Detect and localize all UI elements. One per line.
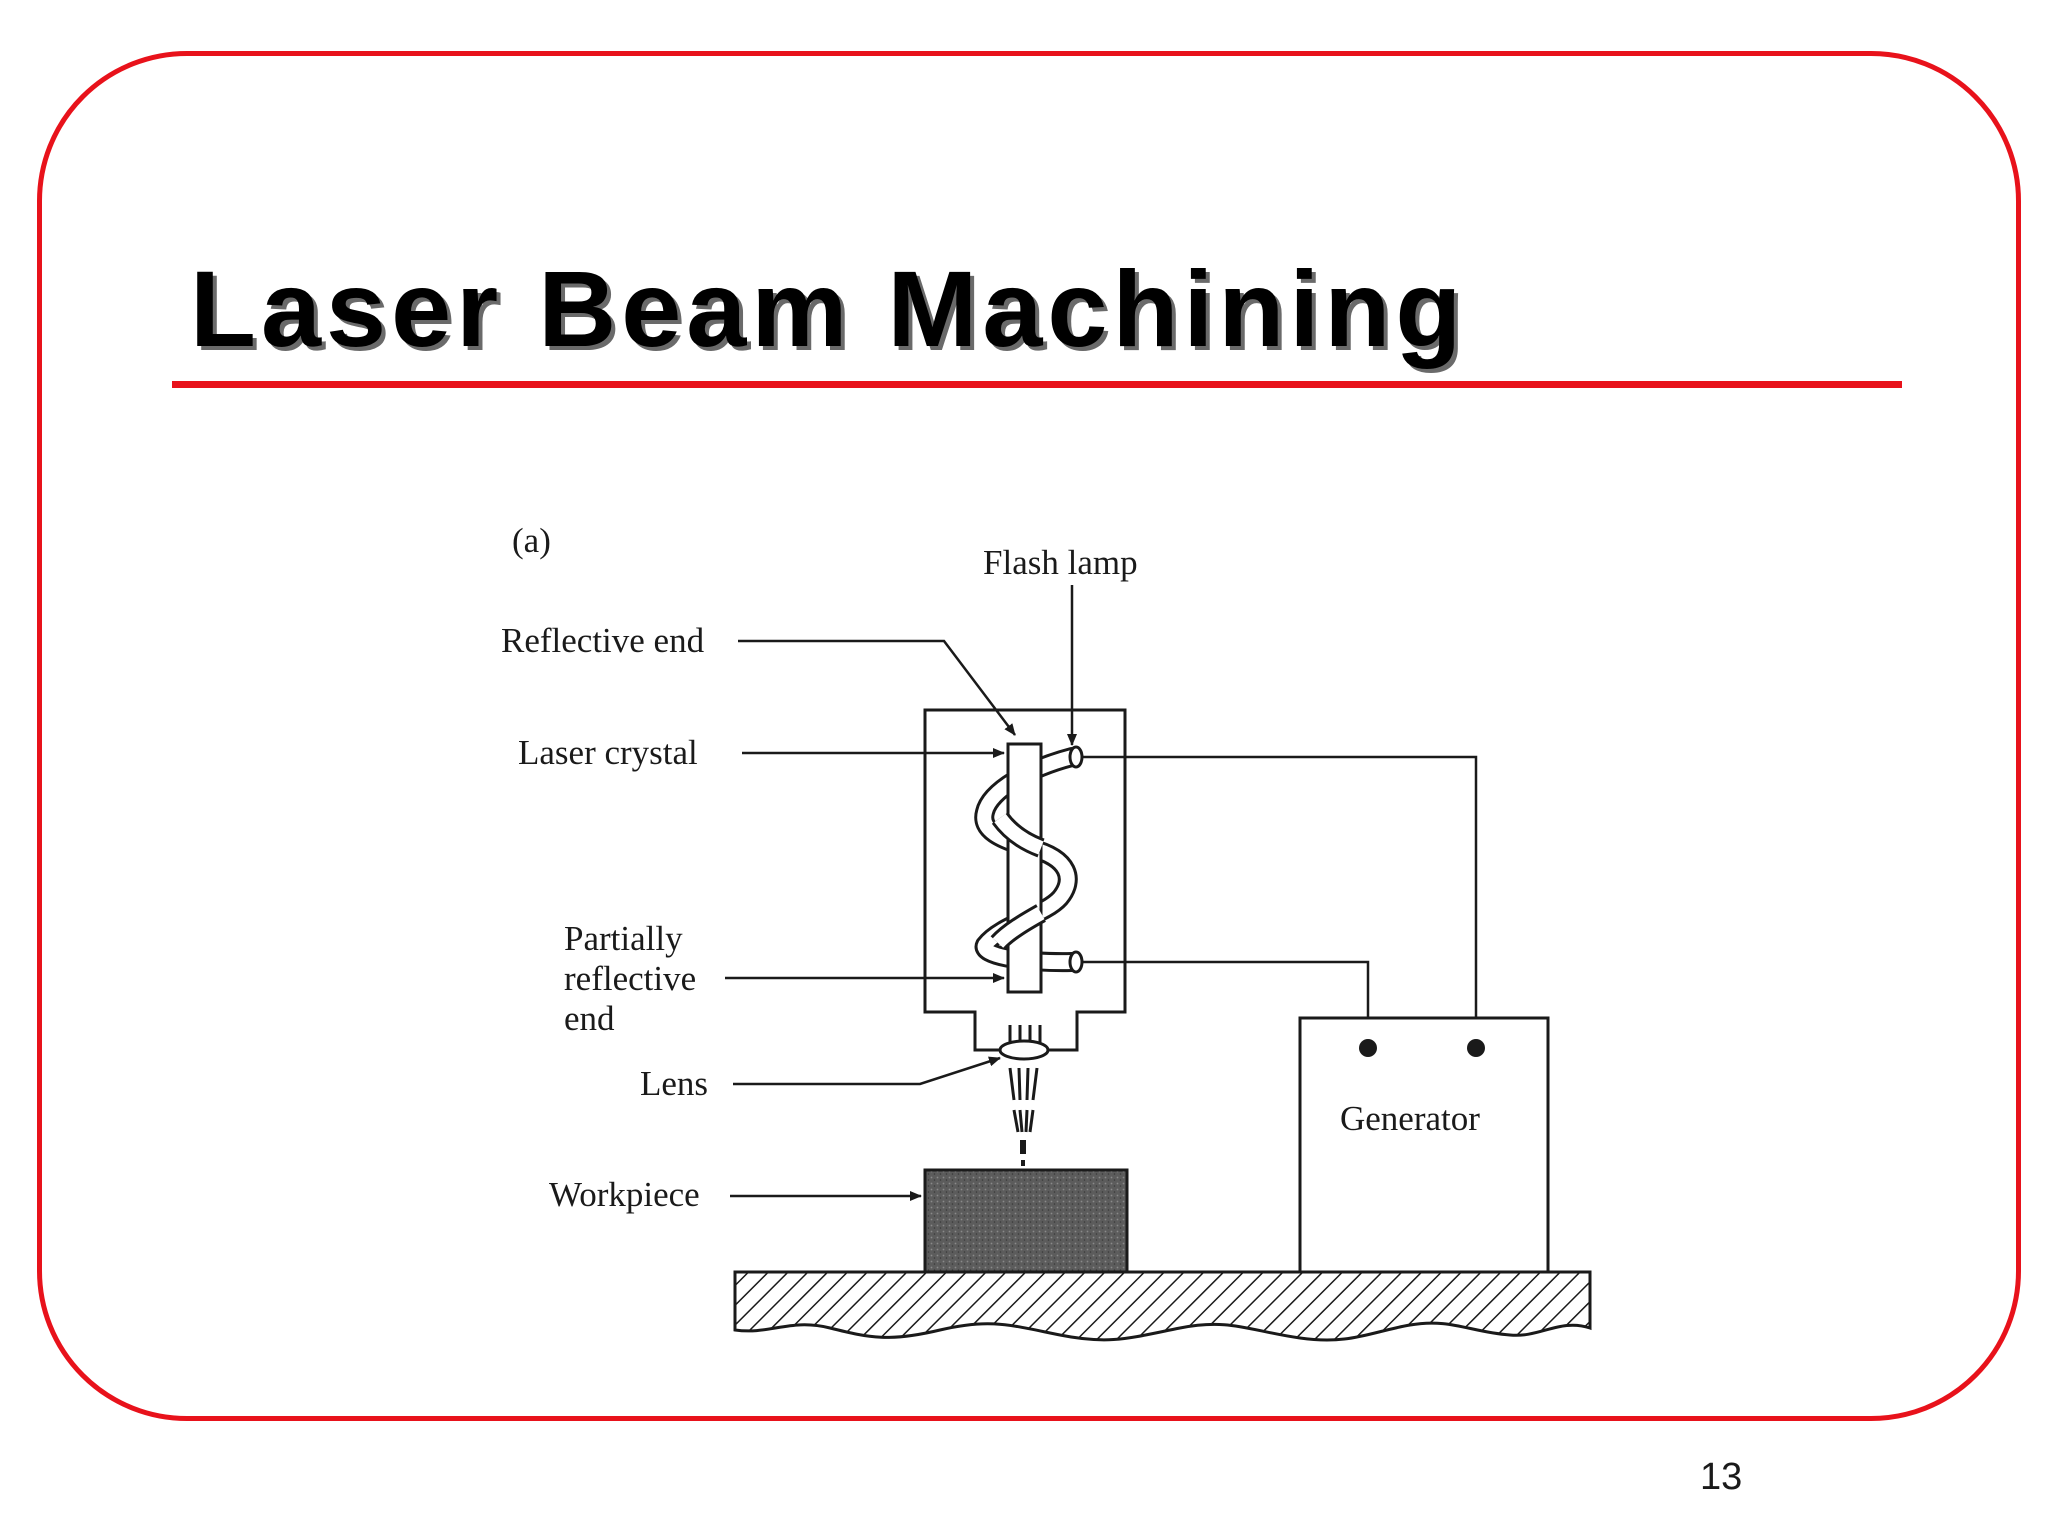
panel-label: (a) xyxy=(512,521,551,560)
generator-terminal-right xyxy=(1467,1039,1485,1057)
reflective-end-leader xyxy=(738,639,1016,736)
label-partially-reflective-end-line1: Partially xyxy=(564,919,683,958)
label-reflective-end: Reflective end xyxy=(501,621,705,660)
laser-crystal xyxy=(1006,742,1043,994)
slide-title: Laser Beam Machining xyxy=(190,248,1467,369)
label-flash-lamp: Flash lamp xyxy=(983,543,1138,582)
label-lens: Lens xyxy=(640,1064,708,1103)
workpiece xyxy=(923,1168,1129,1274)
generator-box xyxy=(1298,1016,1550,1274)
wire-top xyxy=(1082,755,1478,1046)
lens-leader xyxy=(733,1056,1001,1086)
label-partially-reflective-end-line3: end xyxy=(564,999,615,1038)
machine-base xyxy=(733,1270,1592,1342)
label-generator: Generator xyxy=(1340,1099,1480,1138)
generator-terminal-left xyxy=(1359,1039,1377,1057)
laser-housing xyxy=(923,708,1127,1052)
flash-lamp-top-end xyxy=(1068,745,1084,769)
title-rule xyxy=(172,381,1902,388)
laser-beam-focused xyxy=(1008,1067,1039,1166)
slide-frame xyxy=(37,51,2021,1421)
label-partially-reflective-end-line2: reflective xyxy=(564,959,696,998)
page-number: 13 xyxy=(1700,1456,1743,1498)
lens xyxy=(998,1039,1050,1061)
label-workpiece: Workpiece xyxy=(549,1175,700,1214)
flash-lamp-bottom-end xyxy=(1068,950,1084,974)
label-laser-crystal: Laser crystal xyxy=(518,733,698,772)
